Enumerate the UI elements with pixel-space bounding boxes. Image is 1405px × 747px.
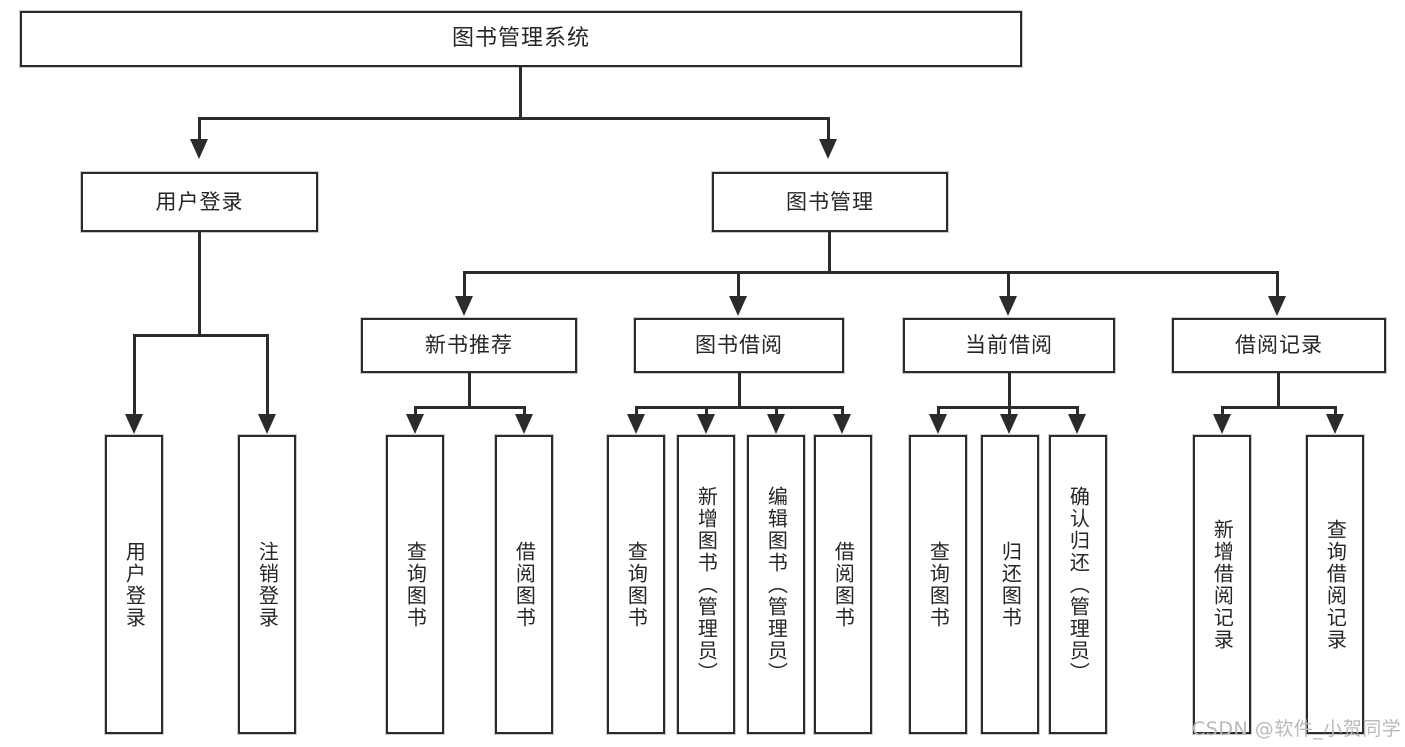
arrow-bm-to-current-borrow [999,296,1017,316]
arrow-br-leaf-2 [1326,414,1344,434]
leaf-current-borrow-return-book[interactable]: 归还图书 [981,435,1039,734]
connector-root-stem [519,67,522,119]
connector-br-drop-1 [1221,406,1224,416]
leaf-label: 查询借阅记录 [1323,518,1348,651]
connector-root-bus [198,117,830,120]
arrow-bm-to-borrow-record [1268,296,1286,316]
leaf-label: 借阅图书 [512,540,537,629]
connector-borrow-record-stem [1277,373,1280,408]
arrow-bm-to-new-book [455,296,473,316]
node-root-book-management-system[interactable]: 图书管理系统 [20,11,1022,67]
arrow-cb-leaf-1 [929,414,947,434]
arrow-bb-leaf-3 [767,414,785,434]
connector-user-login-stem [198,232,201,336]
leaf-user-login-login[interactable]: 用户登录 [105,435,163,734]
connector-book-management-stem [828,232,831,274]
connector-bm-drop-2 [737,271,740,296]
connector-root-to-book-management [827,117,830,139]
node-label: 借阅记录 [1235,333,1323,357]
connector-book-borrow-bus [635,406,844,409]
leaf-label: 编辑图书（管理员） [764,485,789,684]
leaf-user-login-logout[interactable]: 注销登录 [238,435,296,734]
connector-user-login-drop-2 [266,334,269,414]
node-book-borrow[interactable]: 图书借阅 [634,318,844,373]
leaf-book-borrow-borrow-book[interactable]: 借阅图书 [814,435,872,734]
leaf-label: 归还图书 [998,540,1023,629]
leaf-label: 确认归还（管理员） [1066,485,1091,684]
leaf-label: 新增图书（管理员） [694,485,719,684]
connector-bb-drop-4 [841,406,844,416]
arrow-root-to-book-management [819,139,837,159]
connector-cb-drop-3 [1076,406,1079,416]
connector-current-borrow-stem [1008,373,1011,408]
connector-bm-drop-3 [1007,271,1010,296]
arrow-bb-leaf-4 [833,414,851,434]
node-label: 新书推荐 [425,333,513,357]
connector-new-book-stem [468,373,471,408]
arrow-user-login-leaf-2 [258,414,276,434]
leaf-label: 借阅图书 [831,540,856,629]
leaf-current-borrow-query-book[interactable]: 查询图书 [909,435,967,734]
leaf-book-borrow-edit-book-admin[interactable]: 编辑图书（管理员） [747,435,805,734]
connector-cb-drop-1 [937,406,940,416]
connector-bb-drop-1 [635,406,638,416]
connector-new-book-drop-2 [523,406,526,416]
connector-root-to-user-login [198,117,201,139]
connector-user-login-bus [133,334,269,337]
arrow-bm-to-book-borrow [729,296,747,316]
node-borrow-record[interactable]: 借阅记录 [1172,318,1386,373]
leaf-label: 用户登录 [122,540,147,629]
connector-bb-drop-2 [705,406,708,416]
leaf-book-borrow-query-book[interactable]: 查询图书 [607,435,665,734]
node-current-borrow[interactable]: 当前借阅 [903,318,1115,373]
arrow-new-book-leaf-2 [515,414,533,434]
connector-new-book-drop-1 [414,406,417,416]
connector-new-book-bus [414,406,526,409]
node-label: 图书管理系统 [451,26,590,51]
node-user-login[interactable]: 用户登录 [81,172,318,232]
leaf-label: 新增借阅记录 [1210,518,1235,651]
connector-borrow-record-bus [1221,406,1337,409]
arrow-br-leaf-1 [1213,414,1231,434]
leaf-book-borrow-add-book-admin[interactable]: 新增图书（管理员） [677,435,735,734]
connector-bb-drop-3 [775,406,778,416]
leaf-new-book-query-book[interactable]: 查询图书 [386,435,444,734]
arrow-cb-leaf-2 [1000,414,1018,434]
leaf-label: 查询图书 [624,540,649,629]
connector-br-drop-2 [1334,406,1337,416]
leaf-label: 查询图书 [926,540,951,629]
node-label: 用户登录 [155,189,244,214]
node-label: 图书借阅 [695,333,783,357]
arrow-cb-leaf-3 [1068,414,1086,434]
csdn-watermark: CSDN @软件_小贺同学 [1192,718,1402,740]
arrow-root-to-user-login [190,139,208,159]
node-new-book-recommend[interactable]: 新书推荐 [361,318,577,373]
leaf-label: 查询图书 [403,540,428,629]
connector-user-login-drop-1 [133,334,136,414]
node-label: 当前借阅 [965,333,1053,357]
leaf-current-borrow-confirm-return-admin[interactable]: 确认归还（管理员） [1049,435,1107,734]
leaf-new-book-borrow-book[interactable]: 借阅图书 [495,435,553,734]
connector-book-management-bus [463,271,1279,274]
leaf-label: 注销登录 [255,540,280,629]
leaf-borrow-record-query-record[interactable]: 查询借阅记录 [1306,435,1364,734]
arrow-bb-leaf-2 [697,414,715,434]
arrow-user-login-leaf-1 [125,414,143,434]
arrow-bb-leaf-1 [627,414,645,434]
leaf-borrow-record-add-record[interactable]: 新增借阅记录 [1193,435,1251,734]
node-label: 图书管理 [786,189,874,214]
connector-bm-drop-1 [463,271,466,296]
arrow-new-book-leaf-1 [406,414,424,434]
node-book-management[interactable]: 图书管理 [712,172,948,232]
connector-cb-drop-2 [1008,406,1011,416]
connector-book-borrow-stem [738,373,741,408]
connector-bm-drop-4 [1276,271,1279,296]
